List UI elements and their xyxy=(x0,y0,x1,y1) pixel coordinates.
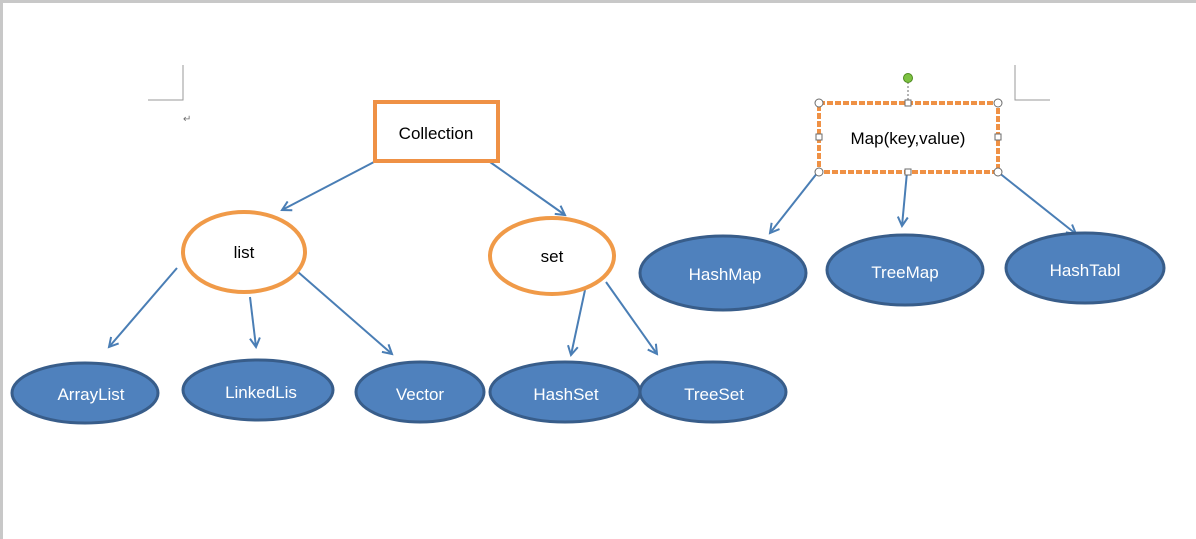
collection-node[interactable]: Collection xyxy=(373,100,500,163)
paragraph-mark: ↵ xyxy=(183,114,191,125)
resize-handle-top[interactable] xyxy=(904,99,912,107)
leaf-hashtable[interactable]: HashTabl xyxy=(1004,231,1166,305)
map-node[interactable]: Map(key,value) xyxy=(817,101,1000,174)
leaf-hashmap[interactable]: HashMap xyxy=(638,234,808,312)
hashtable-label: HashTabl xyxy=(1050,261,1121,280)
resize-handle-top-left[interactable] xyxy=(814,98,824,108)
edge-map-hashtable xyxy=(997,171,1076,234)
vector-label: Vector xyxy=(396,385,445,404)
treemap-label: TreeMap xyxy=(871,263,938,282)
resize-handle-bottom-right[interactable] xyxy=(993,167,1003,177)
edge-collection-set xyxy=(489,161,565,215)
treeset-label: TreeSet xyxy=(684,385,744,404)
selection-handles[interactable] xyxy=(814,73,1003,177)
hashset-label: HashSet xyxy=(533,385,598,404)
crop-mark-right xyxy=(1014,65,1050,101)
rotate-handle[interactable] xyxy=(903,73,913,83)
leaf-hashset[interactable]: HashSet xyxy=(488,360,642,424)
edge-set-treeset xyxy=(605,281,657,354)
leaf-treeset[interactable]: TreeSet xyxy=(638,360,788,424)
resize-handle-top-right[interactable] xyxy=(993,98,1003,108)
list-label: list xyxy=(234,243,255,262)
resize-handle-left[interactable] xyxy=(815,133,823,141)
edge-list-vector xyxy=(297,271,392,354)
set-node[interactable]: set xyxy=(488,216,616,296)
leaf-linkedlist[interactable]: LinkedLis xyxy=(181,358,335,422)
list-node[interactable]: list xyxy=(181,210,307,294)
edge-list-arraylist xyxy=(109,267,178,347)
crop-mark-left xyxy=(148,65,184,101)
map-label: Map(key,value) xyxy=(851,129,966,148)
leaf-arraylist[interactable]: ArrayList xyxy=(10,361,160,425)
resize-handle-bottom-left[interactable] xyxy=(814,167,824,177)
leaf-treemap[interactable]: TreeMap xyxy=(825,233,985,307)
edge-map-treemap xyxy=(902,171,907,226)
linkedlist-label: LinkedLis xyxy=(225,383,297,402)
resize-handle-right[interactable] xyxy=(994,133,1002,141)
connectors xyxy=(109,161,1076,355)
edge-map-hashmap xyxy=(770,171,819,233)
set-label: set xyxy=(541,247,564,266)
resize-handle-bottom[interactable] xyxy=(904,168,912,176)
leaf-vector[interactable]: Vector xyxy=(354,360,486,424)
collection-label: Collection xyxy=(399,124,474,143)
edge-set-hashset xyxy=(571,289,586,355)
hashmap-label: HashMap xyxy=(689,265,762,284)
arraylist-label: ArrayList xyxy=(57,385,124,404)
edge-list-linkedlist xyxy=(249,296,256,347)
edge-collection-list xyxy=(282,161,375,210)
